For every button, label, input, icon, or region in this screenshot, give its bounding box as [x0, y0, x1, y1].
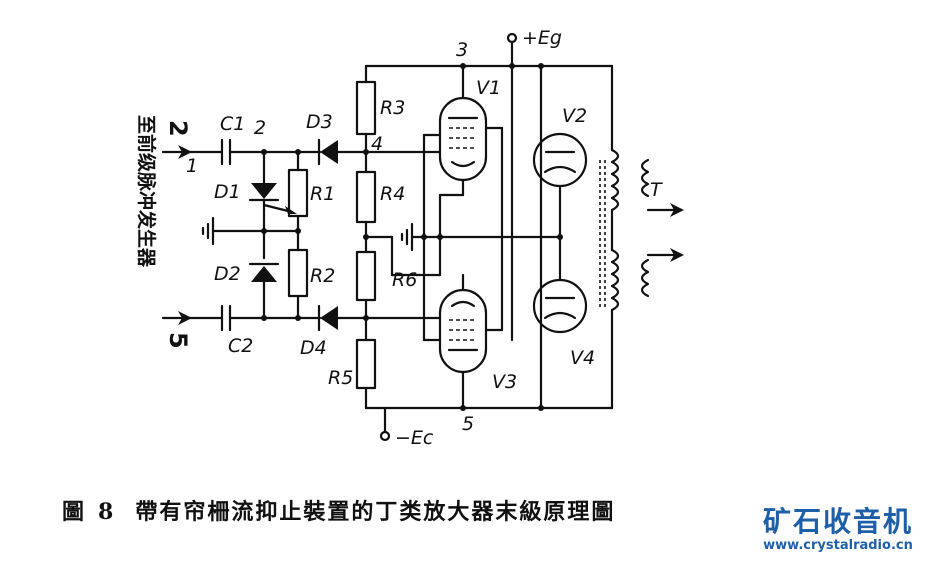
label-r5: R5 — [328, 367, 353, 389]
label-c1: C1 — [220, 113, 245, 135]
capacitor-c1 — [220, 138, 232, 166]
label-r4: R4 — [380, 183, 405, 205]
label-r2: R2 — [310, 265, 335, 287]
input-arrow-bottom — [161, 311, 192, 325]
tube-v1 — [438, 96, 488, 182]
resistor-r4 — [355, 170, 377, 224]
resistor-r5 — [355, 338, 377, 390]
resistor-r6 — [355, 250, 377, 302]
ground-symbol-left — [201, 216, 215, 246]
label-d3: D3 — [306, 111, 333, 133]
circuit-schematic: 至前级脉冲发生器 2 5 — [135, 27, 684, 449]
label-v1: V1 — [476, 77, 501, 99]
label-node1: 1 — [186, 155, 198, 177]
logo-name: 矿石收音机 — [762, 505, 913, 538]
diode-d3 — [317, 138, 338, 166]
label-r1: R1 — [310, 183, 335, 205]
diode-d4 — [317, 304, 338, 332]
caption-number: 8 — [98, 499, 116, 525]
label-t: T — [650, 179, 663, 201]
logo-url: www.crystalradio.cn — [763, 538, 913, 553]
label-node2: 2 — [254, 117, 266, 139]
vertical-label: 至前级脉冲发生器 — [135, 115, 158, 268]
label-d4: D4 — [300, 337, 327, 359]
label-d2: D2 — [214, 263, 241, 285]
label-c2: C2 — [228, 335, 253, 357]
resistor-r2 — [287, 248, 309, 298]
label-v4: V4 — [570, 347, 595, 369]
tube-v3 — [438, 288, 488, 374]
diode-d2 — [248, 262, 280, 282]
transformer-t — [599, 64, 684, 410]
ground-symbol-mid — [400, 222, 414, 252]
label-node5: 5 — [462, 413, 474, 435]
label-supply-neg: −Ec — [395, 427, 434, 449]
label-r3: R3 — [380, 97, 405, 119]
diode-d1 — [248, 183, 280, 202]
input-bottom-label: 5 — [164, 332, 192, 349]
caption-figure: 圖 — [62, 499, 87, 525]
input-top-label: 2 — [164, 120, 192, 137]
resistor-r3 — [355, 80, 377, 136]
label-r6: R6 — [392, 269, 417, 291]
label-node4: 4 — [371, 133, 383, 155]
tube-v4 — [532, 278, 588, 334]
label-supply-pos: +Eg — [522, 27, 562, 49]
site-logo: 矿石收音机 www.crystalradio.cn — [743, 505, 933, 554]
input-arrow-top — [161, 145, 192, 159]
label-node3: 3 — [456, 39, 468, 61]
caption-text: 帶有帘柵流抑止裝置的丁类放大器末級原理圖 — [135, 499, 616, 525]
label-v2: V2 — [562, 105, 587, 127]
label-d1: D1 — [214, 181, 241, 203]
capacitor-c2 — [220, 304, 232, 332]
label-v3: V3 — [492, 371, 517, 393]
resistor-r1 — [287, 168, 309, 218]
